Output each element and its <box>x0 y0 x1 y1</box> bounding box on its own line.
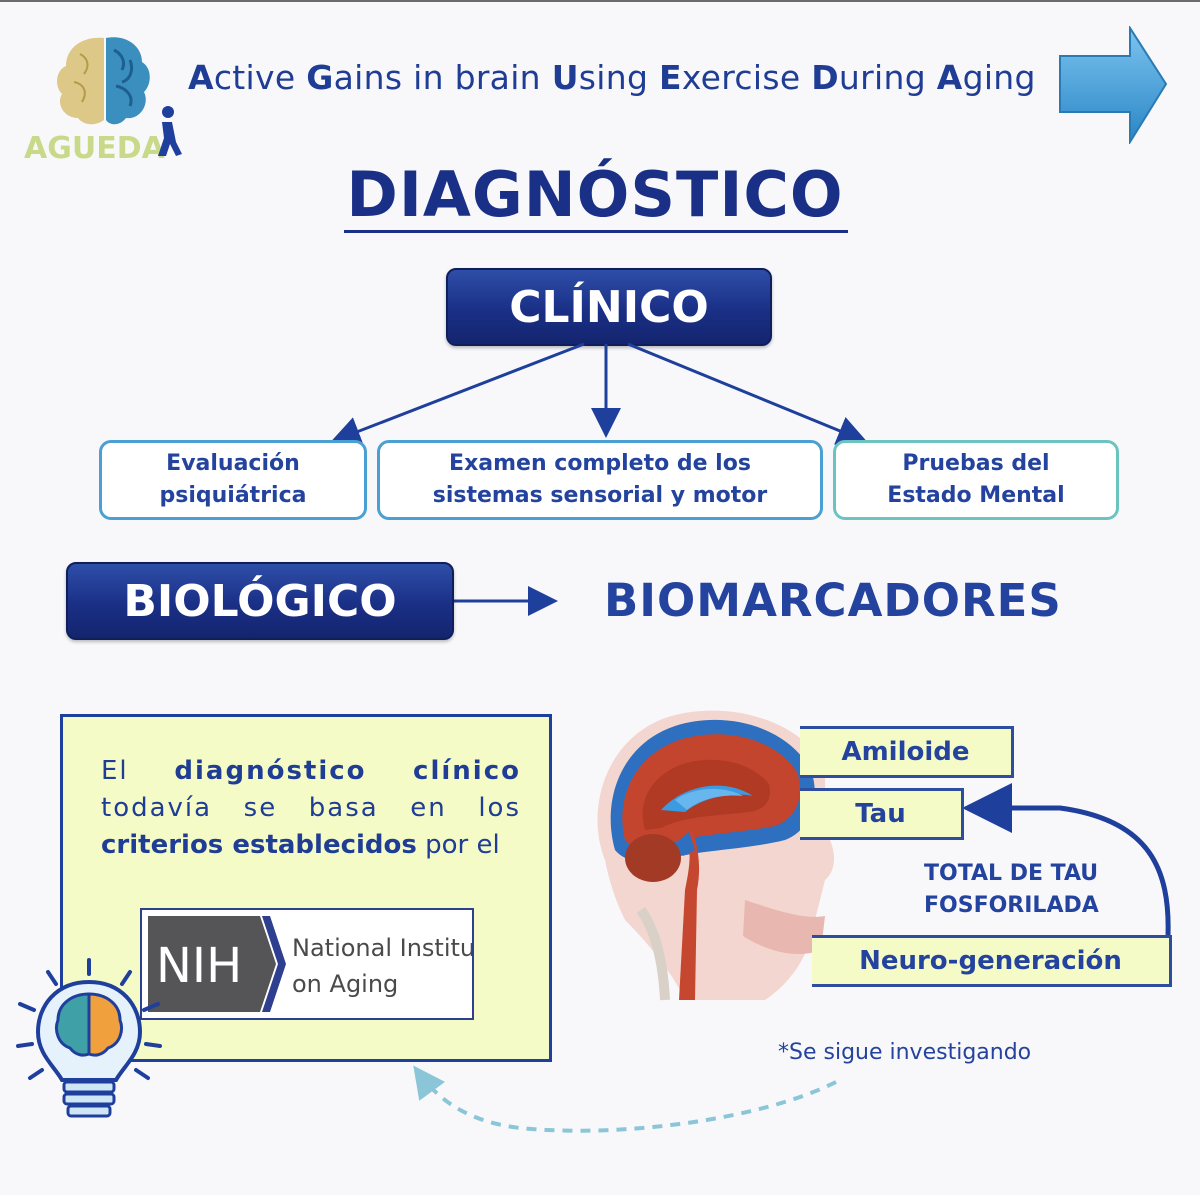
examen-sensorial-motor-box: Examen completo de los sistemas sensorial… <box>377 440 823 520</box>
biomarcadores-heading: BIOMARCADORES <box>604 574 1062 627</box>
walking-person-icon <box>158 106 182 156</box>
right-arrow-icon <box>1059 24 1168 146</box>
logo-text: AGUEDA <box>24 131 166 166</box>
clinico-label: CLÍNICO <box>509 281 709 333</box>
nih-logo: NIH National Institute on Aging <box>140 908 499 1020</box>
tagline-word-2: sing <box>578 58 660 97</box>
lightbulb-brain-icon <box>14 958 164 1128</box>
page-title: DIAGNÓSTICO <box>346 158 844 231</box>
tagline-initial-4: D <box>811 58 839 97</box>
tau-return-arrow <box>962 783 1171 936</box>
biologico-label: BIOLÓGICO <box>123 575 397 627</box>
info-text: El diagnóstico clínico todavía se basa e… <box>101 753 521 864</box>
clinico-box: CLÍNICO <box>446 268 772 346</box>
tau-tag: Tau <box>800 788 964 840</box>
tagline-initial-2: U <box>551 58 579 97</box>
sub1-line1: Evaluación <box>166 451 300 476</box>
tagline-word-1: ains in brain <box>333 58 552 97</box>
nih-abbr: NIH <box>156 938 242 994</box>
clinico-branch-arrows <box>330 342 868 446</box>
sub3-line1: Pruebas del <box>902 451 1050 476</box>
sub2-line2: sistemas sensorial y motor <box>432 483 768 508</box>
total-tau-line2: FOSFORILADA <box>924 893 1099 918</box>
top-divider <box>0 0 1200 2</box>
brain-anatomy-illustration <box>575 700 855 1005</box>
dashed-return-arrow <box>413 1065 837 1133</box>
project-tagline: Active Gains in brain Using Exercise Dur… <box>188 58 1036 97</box>
tagline-initial-0: A <box>188 58 214 97</box>
footnote: *Se sigue investigando <box>778 1040 1032 1065</box>
info-line3-rest: por el <box>416 830 500 860</box>
biologico-box: BIOLÓGICO <box>66 562 454 640</box>
next-arrow-button[interactable] <box>1058 24 1168 146</box>
info-bold-diagnostico: diagnóstico clínico <box>174 756 521 786</box>
info-word-el: El <box>101 756 129 786</box>
tagline-word-5: ging <box>962 58 1036 97</box>
brain-logo-icon <box>57 37 150 125</box>
sub1-line2: psiquiátrica <box>159 483 307 508</box>
info-line2: todavía se basa en los <box>101 793 521 823</box>
tagline-initial-3: E <box>659 58 682 97</box>
nih-name-line1: National Institute <box>292 934 472 962</box>
sub2-line1: Examen completo de los <box>449 451 751 476</box>
evaluacion-psiquiatrica-box: Evaluación psiquiátrica <box>99 440 367 520</box>
amiloide-tag: Amiloide <box>800 726 1014 778</box>
neurogeneracion-tag: Neuro-generación <box>812 935 1172 987</box>
nih-name-line2: on Aging <box>292 970 398 998</box>
sub3-line2: Estado Mental <box>887 483 1065 508</box>
title-underline <box>344 230 848 233</box>
agueda-logo: AGUEDA <box>22 30 192 170</box>
tagline-word-4: uring <box>838 58 937 97</box>
tagline-initial-5: A <box>936 58 963 97</box>
tagline-word-0: ctive <box>213 58 307 97</box>
total-tau-label: TOTAL DE TAU FOSFORILADA <box>924 858 1099 922</box>
info-bold-criterios: criterios establecidos <box>101 830 417 860</box>
tagline-word-3: xercise <box>681 58 812 97</box>
tagline-initial-1: G <box>306 58 334 97</box>
total-tau-line1: TOTAL DE TAU <box>924 861 1099 886</box>
